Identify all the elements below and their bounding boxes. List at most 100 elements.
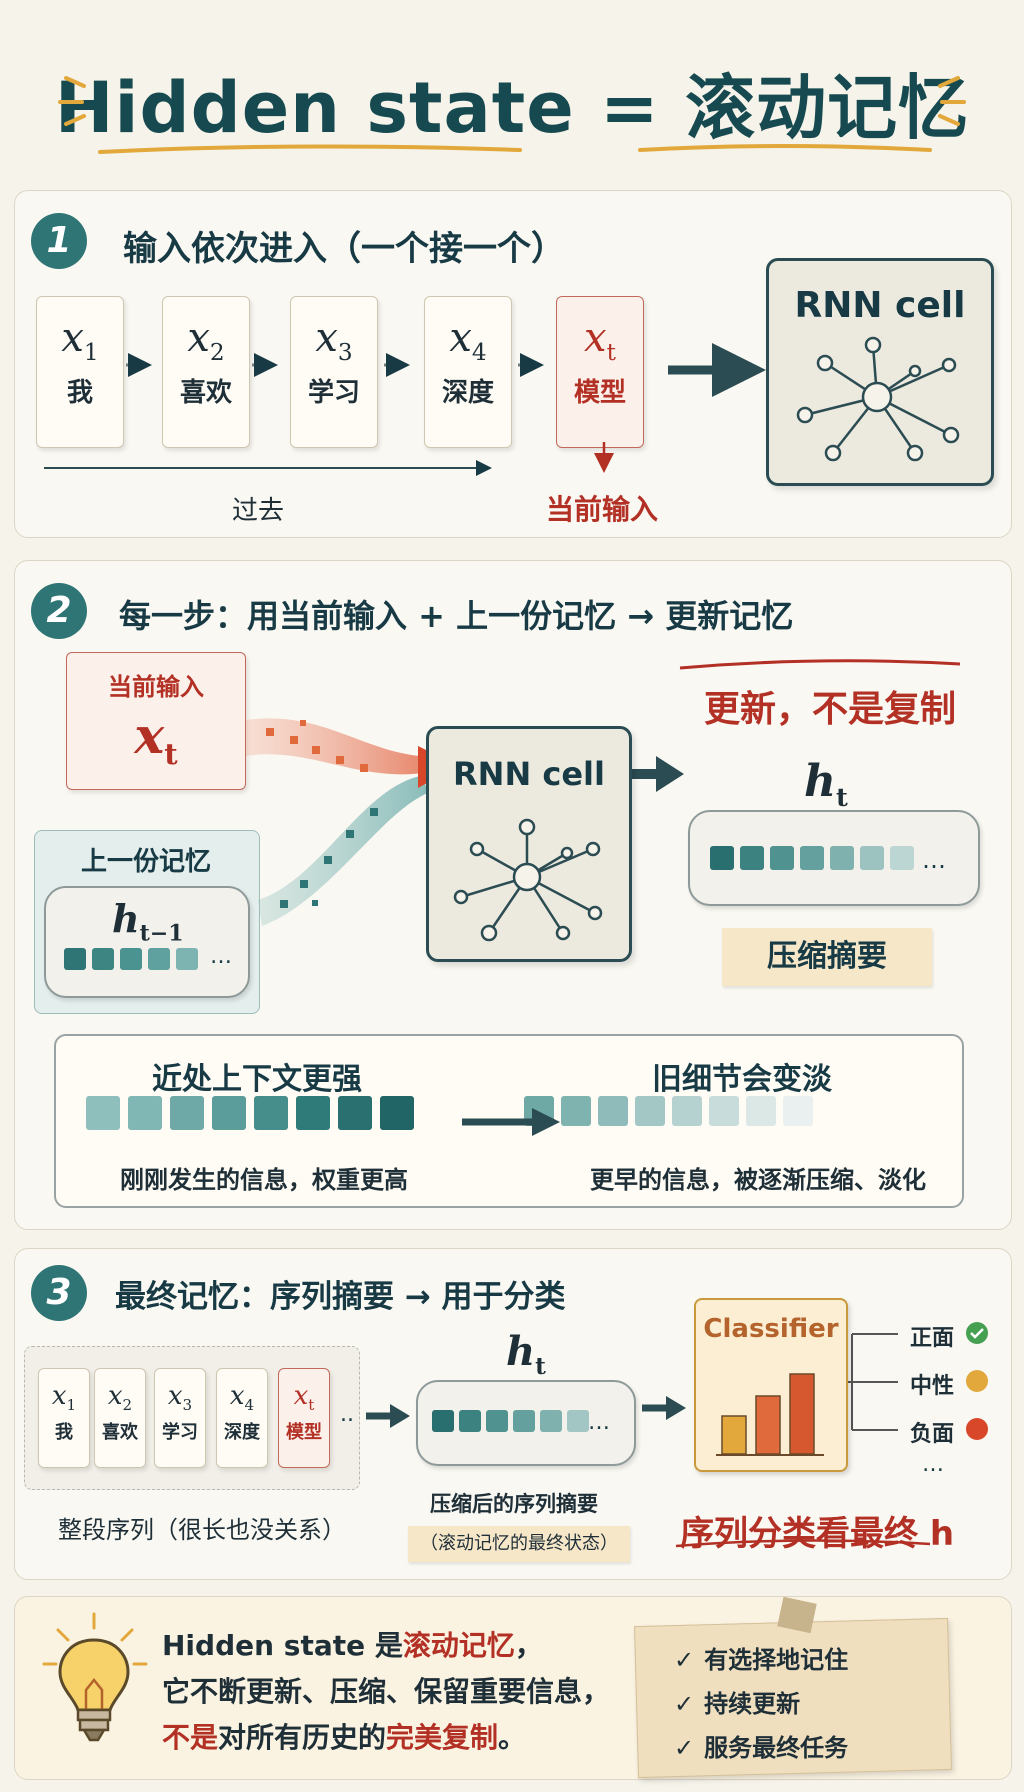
positive-check-icon [966,1322,988,1344]
variable-symbol: x4 [229,1381,255,1415]
token-word: 学习 [162,1422,198,1444]
summary-line-3-d: 。 [498,1721,527,1754]
sequence-classification-note: 序列分类看最终 h [680,1514,955,1554]
faded-context-cell [783,1096,813,1126]
token-word: 深度 [224,1422,260,1444]
negative-dot-icon [966,1418,988,1440]
bar-chart-icon [716,1373,824,1456]
variable-symbol: x2 [107,1381,133,1415]
variable-symbol: x1 [61,315,99,366]
summary-note: （滚动记忆的最终状态） [408,1526,630,1562]
strong-context-cell [212,1096,246,1130]
section3-card: xt 模型 [278,1368,330,1468]
memory-cell [860,846,884,870]
old-caption: 更早的信息，被逐渐压缩、淡化 [590,1166,926,1194]
token-word: 模型 [286,1422,322,1444]
memory-cell [830,846,854,870]
token-word: 深度 [441,378,494,408]
memory-cell [567,1410,589,1432]
strong-context-cell [128,1096,162,1130]
h-prev-symbol: ht−1 [112,896,184,947]
rnn-cell-2-label: RNN cell [453,755,605,793]
current-input-card-label: 当前输入 [108,673,204,701]
checklist-text: 服务最终任务 [704,1734,849,1762]
variable-subscript: 2 [209,339,225,366]
memory-cell [770,846,794,870]
update-note: 更新，不是复制 [704,689,957,730]
ht-symbol: ht [804,756,848,813]
prev-memory-label: 上一份记忆 [81,847,212,877]
near-caption: 刚刚发生的信息，权重更高 [120,1166,408,1194]
xt-symbol: xt [134,706,178,771]
variable-symbol: xt [584,315,616,366]
strong-context-cell [170,1096,204,1130]
token-word: 喜欢 [102,1422,138,1444]
strong-context-cell [338,1096,372,1130]
faded-context-cell [672,1096,702,1126]
section-1-number: 1 [31,213,87,269]
variable-subscript: 3 [182,1396,193,1415]
faded-context-cell [598,1096,628,1126]
summary-line-3-a: 不是 [162,1721,219,1754]
output-neutral: 中性 [910,1374,955,1399]
strong-context-cell [86,1096,120,1130]
section-2-number: 2 [31,583,87,639]
summary-line-1-c: ， [514,1629,543,1662]
checklist-text: 持续更新 [704,1690,801,1718]
summary-line-3-c: 完美复制 [386,1721,499,1754]
checklist-item: ✓有选择地记住 [674,1640,848,1675]
variable-symbol: x1 [51,1381,77,1415]
compress-label: 压缩摘要 [767,939,887,974]
summary-note-text: （滚动记忆的最终状态） [420,1533,618,1554]
section-3-heading: 最终记忆：序列摘要 → 用于分类 [115,1279,566,1315]
summary-line-1-b: 滚动记忆 [402,1629,515,1662]
past-label: 过去 [232,496,285,526]
memory-cell [513,1410,535,1432]
checklist-item: ✓ 服务最终任务 [674,1728,848,1763]
section3-card: x1 我 [38,1368,90,1468]
summary-line-3-b: 对所有历史的 [218,1721,387,1754]
ht-ellipsis: … [922,846,946,874]
summary-line-1: Hidden state 是滚动记忆， [162,1624,543,1664]
output-negative: 负面 [910,1422,955,1447]
output-more: … [922,1452,944,1477]
neutral-dot-icon [966,1370,988,1392]
variable-subscript: 4 [244,1396,255,1415]
output-positive: 正面 [910,1326,955,1351]
faded-context-cell [635,1096,665,1126]
current-input-label: 当前输入 [546,493,659,526]
checklist-text: 有选择地记住 [704,1646,849,1674]
faded-context-cell [709,1096,739,1126]
variable-symbol: x3 [315,315,353,366]
classifier-box: Classifier [694,1298,848,1472]
token-word: 我 [66,378,93,408]
sequence-label: 整段序列（很长也没关系） [58,1516,346,1544]
memory-cell [890,846,914,870]
strong-context-cell [296,1096,330,1130]
variable-symbol: x2 [187,315,225,366]
variable-subscript: 1 [66,1396,77,1415]
memory-cell [64,948,86,970]
token-word: 我 [55,1422,73,1444]
faded-context-cell [561,1096,591,1126]
checklist-item: ✓ 持续更新 [674,1684,800,1719]
network-icon [796,336,960,462]
section-1-heading: 输入依次进入（一个接一个） [123,229,565,269]
title-decorations [58,76,966,154]
variable-symbol: xt [293,1381,315,1415]
summary-line-3: 不是对所有历史的完美复制。 [162,1716,526,1756]
section3-card: x2 喜欢 [94,1368,146,1468]
section-2-heading: 每一步：用当前输入 + 上一份记忆 → 更新记忆 [119,597,794,635]
strong-context-cell [254,1096,288,1130]
memory-cell [92,948,114,970]
final-ht-symbol: ht [506,1328,546,1380]
memory-cell [540,1410,562,1432]
summary-line-2: 它不断更新、压缩、保留重要信息， [162,1675,611,1708]
current-input-card: 当前输入 xt [66,652,246,790]
check-icon: ✓ [674,1690,695,1718]
check-icon: ✓ [674,1734,695,1762]
section-1-arrows [44,343,766,476]
